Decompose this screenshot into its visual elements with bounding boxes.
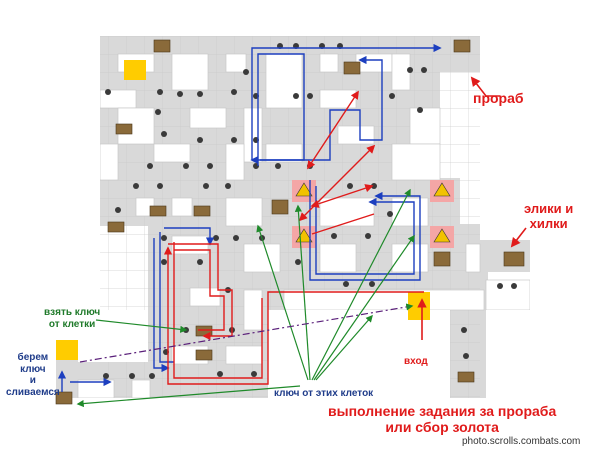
route-green xyxy=(76,188,415,408)
task-line1: выполнение задания за прораба xyxy=(328,403,557,419)
chest-icon xyxy=(55,391,73,405)
route-red xyxy=(163,90,424,385)
take-key-label: взять ключ от клетки xyxy=(44,307,100,330)
chest-icon xyxy=(153,39,171,53)
chest-icon xyxy=(115,123,133,135)
route-dashdot xyxy=(79,303,414,363)
foreman-label: прораб xyxy=(473,90,524,106)
chest-icon xyxy=(271,199,289,215)
elixirs-line2: хилки xyxy=(529,215,568,231)
chest-icon xyxy=(195,325,213,337)
elixirs-label: элики и хилки xyxy=(524,201,574,232)
chest-sprites[interactable] xyxy=(55,39,525,405)
grab-key-line2: ключ xyxy=(20,363,46,375)
chest-icon xyxy=(457,371,475,383)
chest-icon xyxy=(193,205,211,217)
take-key-line1: взять ключ xyxy=(44,307,101,318)
key-cell-top-left[interactable] xyxy=(124,60,146,80)
grab-key-line3: и xyxy=(29,375,36,386)
chest-icon xyxy=(343,61,361,75)
chest-icon xyxy=(433,251,451,267)
grab-key-label: берем ключ и сливаемся xyxy=(6,352,60,398)
grab-key-line4: сливаемся xyxy=(6,386,60,398)
entrance-label: вход xyxy=(404,356,428,367)
chest-icon xyxy=(195,349,213,361)
grab-key-line1: берем xyxy=(17,352,49,363)
chest-icon xyxy=(453,39,471,53)
watermark: photo.scrolls.combats.com xyxy=(462,436,581,448)
take-key-line2: от клетки xyxy=(48,318,96,330)
task-label: выполнение задания за прораба или сбор з… xyxy=(328,403,556,435)
cells-key-label: ключ от этих клеток xyxy=(274,388,374,399)
chest-icon xyxy=(107,221,125,233)
annotation-arrows-red xyxy=(417,76,527,340)
task-line2: или сбор золота xyxy=(385,419,499,436)
chest-icon xyxy=(149,205,167,217)
special-cells xyxy=(56,60,454,360)
elixirs-line1: элики и xyxy=(524,201,574,216)
chest-icon xyxy=(503,251,525,267)
key-cell-left[interactable] xyxy=(56,340,78,360)
